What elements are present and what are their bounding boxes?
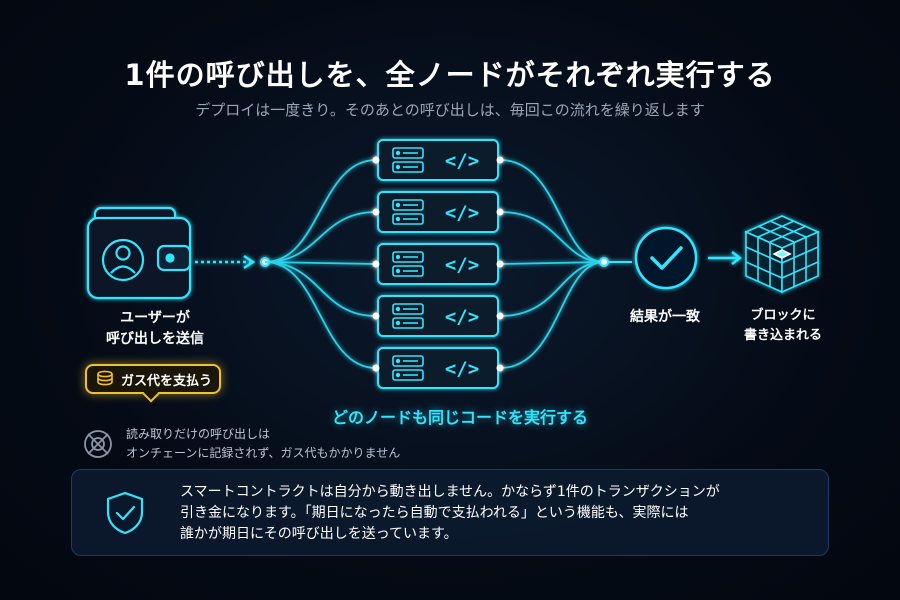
block-label: ブロックに 書き込まれる — [728, 306, 838, 346]
cube-icon — [744, 215, 820, 294]
result-arrow — [708, 251, 743, 265]
readonly-line2: オンチェーンに記録されず、ガス代もかかりません — [126, 446, 401, 460]
shield-check-icon — [106, 491, 144, 535]
server-icon — [392, 251, 424, 277]
send-arrow — [195, 254, 270, 270]
server-icon — [392, 199, 424, 225]
nodes-caption: どのノードも同じコードを実行する — [331, 408, 588, 427]
check-icon — [634, 226, 698, 290]
gas-label: ガス代を支払う — [121, 373, 213, 389]
info-line3: 誰かが期日にその呼び出しを送っています。 — [180, 526, 458, 542]
node-box: </> — [372, 347, 504, 389]
coins-icon — [97, 370, 113, 386]
code-icon: </> — [445, 358, 479, 380]
user-icon — [101, 238, 145, 282]
server-icon — [392, 147, 424, 173]
info-line1: スマートコントラクトは自分から動き出しません。かならず1件のトランザクションが — [180, 484, 720, 500]
node-box: </> — [372, 243, 504, 285]
readonly-text: 読み取りだけの呼び出しは オンチェーンに記録されず、ガス代もかかりません — [126, 425, 400, 463]
user-label: ユーザーが 呼び出しを送信 — [85, 308, 225, 350]
node-box: </> — [372, 191, 504, 233]
user-label-line1: ユーザーが — [120, 310, 190, 326]
page-title: 1件の呼び出しを、全ノードがそれぞれ実行する — [124, 58, 776, 92]
readonly-line1: 読み取りだけの呼び出しは — [126, 427, 271, 441]
info-line2: 引き金になります。「期日になったら自動で支払われる」という機能も、実際には — [180, 505, 689, 521]
code-icon: </> — [445, 306, 479, 328]
server-icon — [392, 303, 424, 329]
node-box: </> — [372, 295, 504, 337]
info-text: スマートコントラクトは自分から動き出しません。かならず1件のトランザクションが … — [180, 482, 820, 545]
block-label-line1: ブロックに — [750, 308, 816, 323]
result-label: 結果が一致 — [630, 309, 700, 325]
merge-hub — [599, 257, 632, 267]
block-label-line2: 書き込まれる — [743, 328, 822, 343]
readonly-note: 読み取りだけの呼び出しは オンチェーンに記録されず、ガス代もかかりません — [82, 425, 442, 465]
page-subtitle: デプロイは一度きり。そのあとの呼び出しは、毎回この流れを繰り返します — [195, 101, 705, 119]
fan-lines — [264, 159, 605, 369]
code-icon: </> — [445, 150, 479, 172]
code-icon: </> — [445, 254, 479, 276]
code-icon: </> — [445, 202, 479, 224]
user-label-line2: 呼び出しを送信 — [106, 331, 204, 347]
wallet-icon — [86, 206, 192, 300]
gas-badge: ガス代を支払う — [85, 364, 221, 394]
no-signal-icon — [84, 430, 112, 458]
info-box: スマートコントラクトは自分から動き出しません。かならず1件のトランザクションが … — [71, 469, 829, 556]
node-box: </> — [372, 139, 504, 181]
server-icon — [392, 355, 424, 381]
